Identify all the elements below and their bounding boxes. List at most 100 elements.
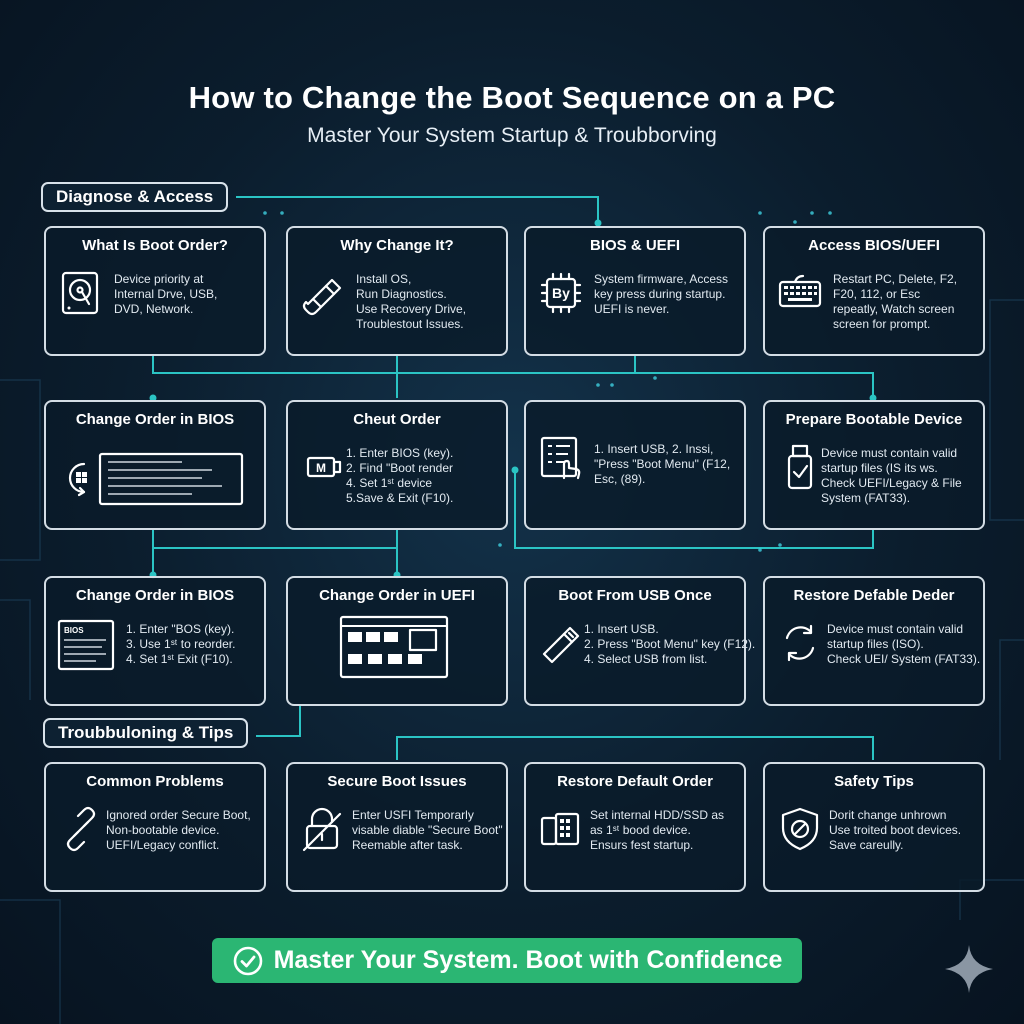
card-line: Check UEFI/Legacy & File: [821, 476, 962, 490]
card-line: startup files (IS its ws.: [821, 461, 938, 475]
card-text: Device priority at Internal Drve, USB, D…: [114, 272, 262, 317]
card-line: "Press "Boot Menu" (F12,: [594, 457, 731, 471]
chip-label: By: [552, 285, 570, 301]
card-line: System (FAT33).: [821, 491, 911, 505]
card-line: Use Recovery Drive,: [356, 302, 467, 316]
footer-text: Master Your System. Boot with Confidence: [273, 946, 783, 974]
card-line: Ignored order Secure Boot,: [106, 808, 251, 822]
chip-icon: By: [540, 272, 582, 314]
card-title: Why Change It?: [340, 237, 454, 254]
card-line: 2. Press "Boot Menu" key (F12).: [584, 637, 756, 651]
card-text: 1. Enter "BOS (key). 3. Use 1ˢᵗ to reord…: [126, 622, 262, 667]
card-line: 1. Insert USB.: [584, 622, 659, 636]
card-common-problems: Common Problems Ignored order Secure Boo…: [44, 762, 266, 892]
card-line: UEFI/Legacy conflict.: [106, 838, 220, 852]
card-line: Internal Drve, USB,: [114, 287, 218, 301]
drive-grid-icon: [540, 812, 580, 846]
card-change-order-bios-2: Change Order in BIOS BIOS 1. Enter "BOS …: [44, 576, 266, 706]
restore-arrows-icon: [785, 624, 815, 662]
card-change-order-bios: Change Order in BIOS: [44, 400, 266, 530]
card-title: Boot From USB Once: [558, 587, 712, 604]
card-cheut-order: Cheut Order M 1. Enter BIOS (key). 2. Fi…: [286, 400, 508, 530]
card-line: UEFI is never.: [594, 302, 670, 316]
card-text: Device must contain valid startup files …: [821, 446, 969, 506]
check-circle-icon: [233, 946, 262, 975]
card-line: as 1ˢᵗ bood device.: [590, 823, 691, 837]
card-line: Non-bootable device.: [106, 823, 220, 837]
card-title: What Is Boot Order?: [82, 237, 228, 254]
card-change-order-uefi: Change Order in UEFI: [286, 576, 508, 706]
card-line: screen for prompt.: [833, 317, 931, 331]
keyboard-icon: [778, 274, 822, 308]
card-title: Change Order in BIOS: [75, 411, 235, 428]
card-line: Restart PC, Delete, F2,: [833, 272, 958, 286]
card-line: System firmware, Access: [594, 272, 729, 286]
card-restore-default-order: Restore Default Order Set internal HDD/S…: [524, 762, 746, 892]
card-line: 4. Set 1ˢᵗ Exit (F10).: [126, 652, 233, 666]
broken-link-icon: [66, 806, 96, 852]
card-title: Common Problems: [86, 773, 224, 790]
uefi-window-icon: [339, 615, 449, 679]
card-what-is-boot-order: What Is Boot Order? Device priority at I…: [44, 226, 266, 356]
card-line: Troublestout Issues.: [356, 317, 464, 331]
section-label-troubleshoot: Troubbuloning & Tips: [43, 718, 249, 748]
usb-label: M: [316, 461, 326, 475]
section-label-diagnose: Diagnose & Access: [41, 182, 229, 212]
card-line: Enter USFI Temporarly: [352, 808, 474, 822]
card-boot-from-usb-once: Boot From USB Once 1. Insert USB. 2. Pre…: [524, 576, 756, 706]
card-line: key press during startup.: [594, 287, 726, 301]
card-line: Ensurs fest startup.: [590, 838, 694, 852]
card-title: Secure Boot Issues: [327, 773, 467, 790]
card-title: Change Order in BIOS: [75, 587, 235, 604]
card-line: Dorit change unhrown: [829, 808, 947, 822]
card-line: Device must contain valid: [827, 622, 964, 636]
card-line: Use troited boot devices.: [829, 823, 962, 837]
card-text: Dorit change unhrown Use troited boot de…: [829, 808, 977, 853]
card-title: Restore Defable Deder: [793, 587, 955, 604]
bios-window-icon: [68, 452, 244, 506]
card-line: Check UEI/ System (FAT33).: [827, 652, 981, 666]
card-line: 1. Insert USB, 2. Inssi,: [594, 442, 714, 456]
shield-icon: [781, 807, 819, 851]
card-line: F20, 112, or Esc: [833, 287, 921, 301]
card-text: System firmware, Access key press during…: [594, 272, 742, 317]
card-title: BIOS & UEFI: [589, 237, 680, 254]
card-line: 4. Set 1ˢᵗ device: [346, 476, 433, 490]
card-title: Change Order in UEFI: [319, 587, 475, 604]
card-line: startup files (ISO).: [827, 637, 924, 651]
page-title: How to Change the Boot Sequence on a PC: [188, 80, 836, 115]
card-line: 4. Select USB from list.: [584, 652, 708, 666]
usb-check-icon: [787, 444, 813, 490]
footer-banner: Master Your System. Boot with Confidence: [212, 938, 802, 983]
card-line: visable diable "Secure Boot": [352, 823, 503, 837]
card-text: 1. Insert USB. 2. Press "Boot Menu" key …: [584, 622, 756, 667]
card-title: Cheut Order: [353, 411, 441, 428]
card-line: Esc, (89).: [594, 472, 646, 486]
card-text: 1. Insert USB, 2. Inssi, "Press "Boot Me…: [594, 442, 742, 487]
sparkle-icon: [945, 945, 993, 993]
card-line: repeatly, Watch screen: [833, 302, 955, 316]
card-line: Reemable after task.: [352, 838, 463, 852]
card-why-change-it: Why Change It? Install OS, Run Diagnosti…: [286, 226, 508, 356]
card-line: Device must contain valid: [821, 446, 958, 460]
padlock-icon: [302, 807, 342, 852]
card-text: Restart PC, Delete, F2, F20, 112, or Esc…: [833, 272, 981, 332]
card-access-bios: Access BIOS/UEFI Restart PC, Delete, F2,…: [763, 226, 985, 356]
card-text: Set internal HDD/SSD as as 1ˢᵗ bood devi…: [590, 808, 738, 853]
card-bios-uefi: BIOS & UEFI By System firmware, Access k…: [524, 226, 746, 356]
card-title: Prepare Bootable Device: [785, 411, 963, 428]
card-line: 5.Save & Exit (F10).: [346, 491, 454, 505]
card-text: 1. Enter BIOS (key). 2. Find "Boot rende…: [346, 446, 494, 506]
page-subtitle: Master Your System Startup & Troubborvin…: [307, 124, 717, 147]
card-prepare-bootable-device: Prepare Bootable Device Device must cont…: [763, 400, 985, 530]
card-line: 1. Enter "BOS (key).: [126, 622, 235, 636]
usb-drive-icon: M: [306, 456, 342, 478]
card-line: Set internal HDD/SSD as: [590, 808, 725, 822]
card-line: 1. Enter BIOS (key).: [346, 446, 454, 460]
card-line: 3. Use 1ˢᵗ to reorder.: [126, 637, 236, 651]
checklist-hand-icon: [540, 436, 581, 480]
card-text: Ignored order Secure Boot, Non-bootable …: [106, 808, 254, 853]
card-boot-menu: 1. Insert USB, 2. Inssi, "Press "Boot Me…: [524, 400, 746, 530]
card-title: Safety Tips: [834, 773, 914, 790]
